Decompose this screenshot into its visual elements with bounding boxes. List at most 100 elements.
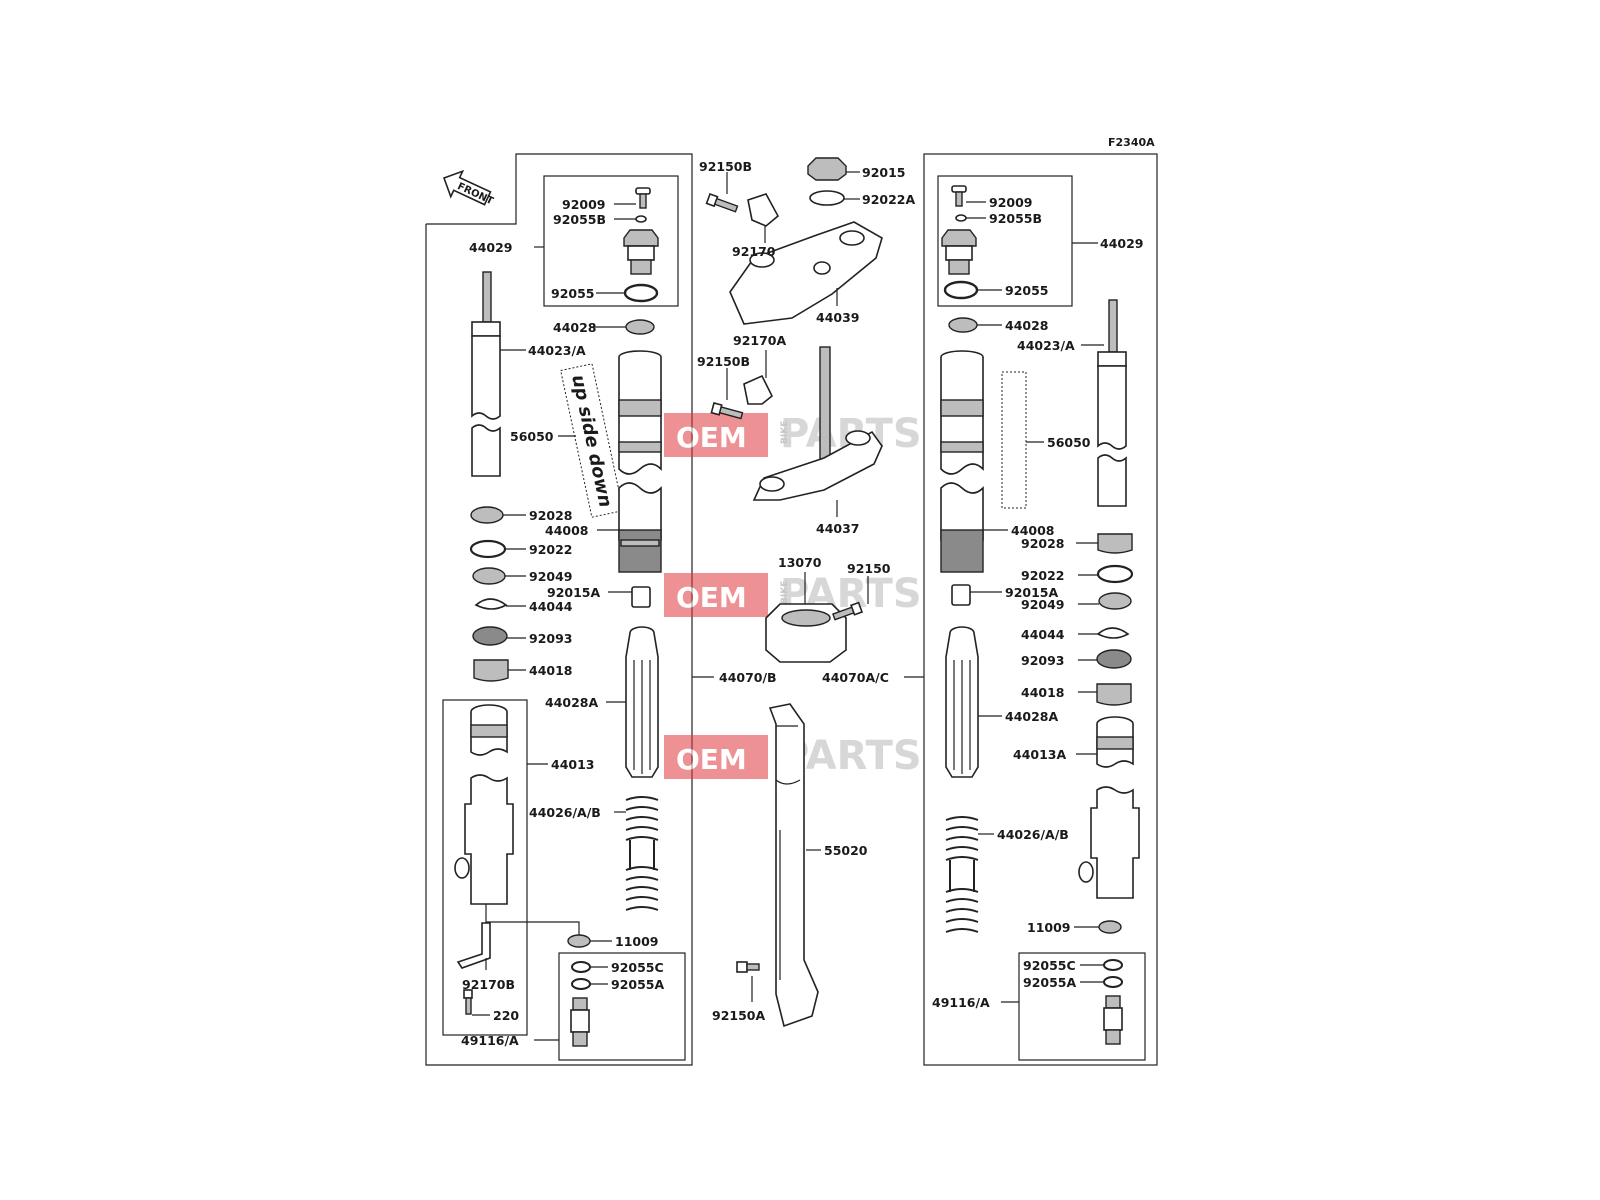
label-44070-left: 44070/B [719,670,777,685]
decal-56050-icon: up side down [560,363,624,518]
clamp-92170a-icon [743,374,774,405]
holder-13070-icon [765,603,847,663]
clamp-92170-icon [747,193,780,227]
watermark-logo: OEM PARTS BIKE [664,411,922,457]
bolt-92150b-mid-icon [710,402,744,420]
label-92093-left: 92093 [529,631,573,646]
label-92022-left: 92022 [529,542,573,557]
label-44026-right: 44026/A/B [997,827,1069,842]
label-44029-left: 44029 [469,240,513,255]
label-92055a-right: 92055A [1023,975,1076,990]
bolt-92150a-icon [736,961,760,973]
label-92049-left: 92049 [529,569,573,584]
label-92055b-right: 92055B [989,211,1042,226]
label-92150: 92150 [847,561,891,576]
left-fork-frame [425,153,693,1066]
label-92150b-mid: 92150B [697,354,750,369]
label-56050-left: 56050 [510,429,554,444]
clip-44044-icon [474,598,508,610]
watermark-logo: OEM PARTS BIKE [664,733,922,779]
seal-92093-right-icon [1096,649,1132,669]
top-cap-icon [623,229,659,275]
oring-92055b-icon [635,215,647,223]
nut-92015-icon [807,157,847,181]
bolt-92150-icon [832,601,864,621]
watermark-brand-a: OEM [676,581,747,614]
oring-92055-icon [623,283,659,303]
label-49116-right: 49116/A [932,995,990,1010]
label-92055c-right: 92055C [1023,958,1076,973]
label-11009-right: 11009 [1027,920,1071,935]
nut-92015a-right-icon [951,584,971,606]
left-leader-lines [472,203,714,1041]
valve-49116-left-icon [570,997,590,1047]
label-44023-left: 44023/A [528,343,586,358]
upper-bracket-44039-icon [729,221,883,325]
bottom-44013-icon [454,704,514,905]
label-92055a-left: 92055A [611,977,664,992]
label-44037: 44037 [816,521,860,536]
outer-tube-left-icon [618,350,662,573]
bolt-92009-right-icon [951,185,967,207]
left-valve-box [558,952,686,1061]
label-92015a-left: 92015A [547,585,600,600]
label-92170: 92170 [732,244,776,259]
label-92093-right: 92093 [1021,653,1065,668]
bushing-44018-icon [473,659,509,682]
rod-44023-icon [471,271,501,477]
right-fork-frame [923,153,1158,1066]
oring-92055c-left-icon [571,961,591,973]
label-49116-left: 49116/A [461,1033,519,1048]
guard-55020-icon [768,703,819,1028]
bushing-44028-icon [625,319,655,335]
label-44028a-left: 44028A [545,695,598,710]
label-92055-left: 92055 [551,286,595,301]
label-92015a-right: 92015A [1005,585,1058,600]
label-220: 220 [493,1008,519,1023]
label-44044-right: 44044 [1021,627,1065,642]
washer-92022a-icon [809,190,845,206]
label-92028-right: 92028 [1021,536,1065,551]
oring-92055c-right-icon [1103,959,1123,971]
nut-92015a-icon [631,586,651,608]
label-44028-right: 44028 [1005,318,1049,333]
front-arrow-icon: FRONT [442,169,495,207]
bracket-92170b-icon [456,922,491,969]
right-top-cap-box [937,175,1073,307]
oring-92055a-left-icon [571,978,591,990]
label-92055b-left: 92055B [553,212,606,227]
left-bottom-box [442,699,528,1036]
label-55020: 55020 [824,843,868,858]
right-leader-lines [966,201,1104,1003]
cylinder-44028a-right-icon [945,626,979,778]
label-92028-left: 92028 [529,508,573,523]
label-92009-right: 92009 [989,195,1033,210]
seal-92049-right-icon [1098,592,1132,610]
cylinder-44028a-left-icon [625,626,659,778]
rod-44023-right-icon [1097,299,1127,507]
label-44008-left: 44008 [545,523,589,538]
label-92055c-left: 92055C [611,960,664,975]
washer-92022-icon [469,539,507,559]
bushing-92028-right-icon [1097,533,1133,554]
washer-11009-left-icon [567,934,591,948]
label-92150b-top: 92150B [699,159,752,174]
label-44026-left: 44026/A/B [529,805,601,820]
bushing-44018-right-icon [1096,683,1132,706]
label-92009-left: 92009 [562,197,606,212]
spring-44026-right-icon [945,816,979,933]
label-44018-right: 44018 [1021,685,1065,700]
label-44029-right: 44029 [1100,236,1144,251]
bolt-92009-icon [635,187,651,209]
oring-92055b-right-icon [955,214,967,222]
label-44028a-right: 44028A [1005,709,1058,724]
label-13070: 13070 [778,555,822,570]
label-11009-left: 11009 [615,934,659,949]
left-top-cap-box [543,175,679,307]
bottom-44013a-icon [1078,716,1140,899]
label-92015: 92015 [862,165,906,180]
outer-tube-right-icon [940,350,984,573]
spring-44026-left-icon [625,796,659,911]
oring-92055-right-icon [943,280,979,300]
